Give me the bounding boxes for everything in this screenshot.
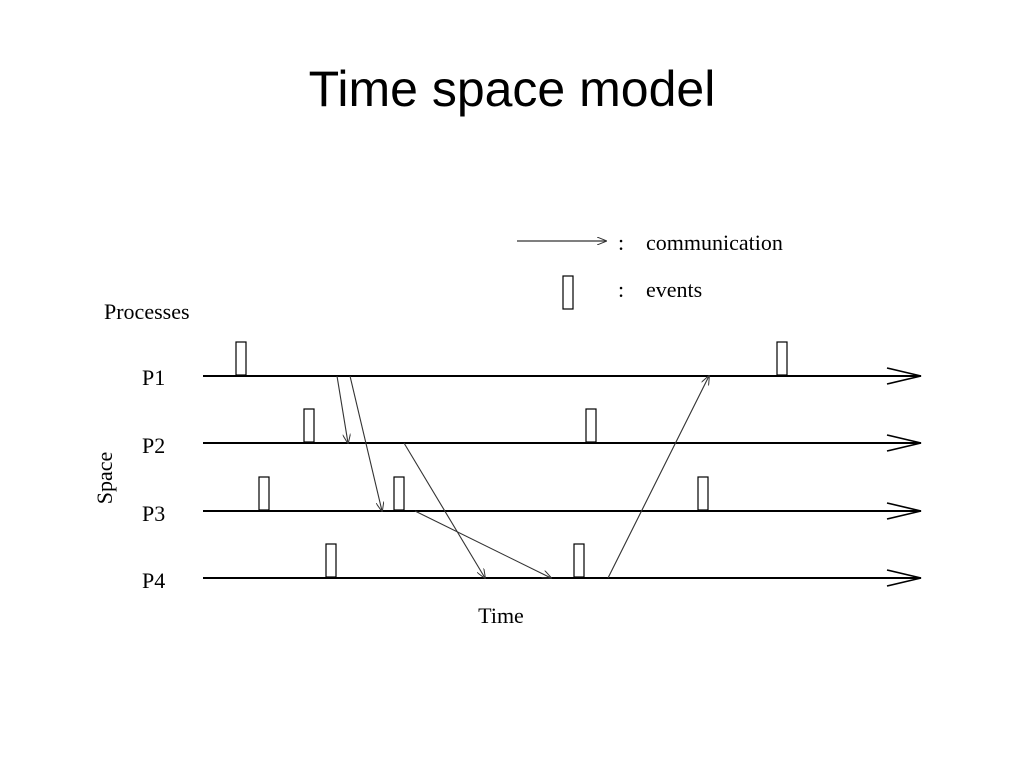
timeline-p4 [203,569,922,587]
event-marker-p2-3 [303,408,315,443]
event-marker-p1-1 [235,341,247,376]
event-marker-p3-5 [258,476,270,511]
legend-events-label: events [646,277,702,302]
event-marker-p4-9 [573,543,585,578]
event-marker-p2-4 [585,408,597,443]
timeline-arrowhead [886,434,922,452]
timeline-p1 [203,367,922,385]
message-arrow-1 [336,375,348,443]
message-arrow-3 [403,442,485,578]
timeline-p3 [203,502,922,520]
event-marker-p3-6 [393,476,405,511]
event-marker-p3-7 [697,476,709,511]
processes-label: Processes [104,299,190,324]
legend: : communication : events [517,230,783,310]
legend-communication-label: communication [646,230,783,255]
timeline-p2 [203,434,922,452]
message-arrow-2 [349,375,382,511]
legend-event-marker [562,275,574,310]
message-arrow-4 [414,510,551,578]
message-arrow-5 [607,376,709,579]
time-axis-label: Time [478,603,524,628]
slide-title: Time space model [308,61,716,117]
space-axis-label: Space [92,452,117,505]
event-marker-p4-8 [325,543,337,578]
timeline-arrowhead [886,569,922,587]
event-marker-p1-2 [776,341,788,376]
legend-separator-communication: : [618,230,624,255]
process-label-p1: P1 [142,365,165,390]
process-label-p2: P2 [142,433,165,458]
process-label-p4: P4 [142,568,165,593]
timeline-arrowhead [886,367,922,385]
legend-separator-events: : [618,277,624,302]
timeline-arrowhead [886,502,922,520]
process-label-p3: P3 [142,501,165,526]
